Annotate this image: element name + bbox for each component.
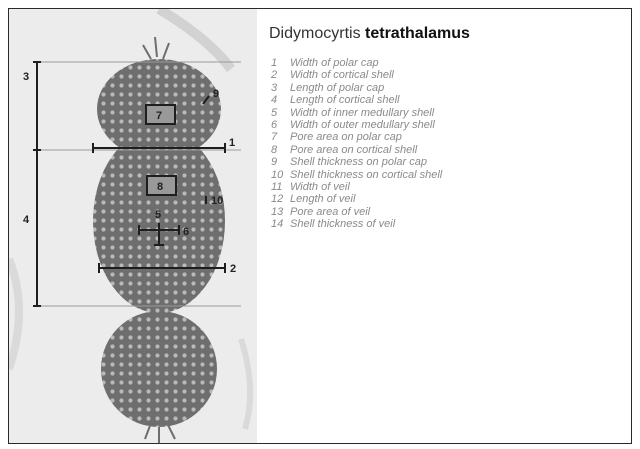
legend-item: 1Width of polar cap <box>269 57 629 69</box>
legend-item-text: Width of inner medullary shell <box>290 107 434 119</box>
legend-item-number: 14 <box>269 218 290 230</box>
title-genus: Didymocyrtis <box>269 25 361 42</box>
legend-item-text: Pore area on polar cap <box>290 131 402 143</box>
legend-item-number: 5 <box>269 107 290 119</box>
legend-item-text: Shell thickness of veil <box>290 218 395 230</box>
legend-item-number: 7 <box>269 131 290 143</box>
label-10: 10 <box>211 195 223 207</box>
measure-polar-cap-length <box>33 62 41 150</box>
legend-item-text: Width of veil <box>290 181 350 193</box>
legend-item-number: 2 <box>269 69 290 81</box>
legend-item-text: Length of veil <box>290 193 355 205</box>
figure-title: Didymocyrtis tetrathalamus <box>269 25 629 43</box>
measure-cortical-shell-length <box>33 150 41 306</box>
legend-item: 11Width of veil <box>269 181 629 193</box>
legend-item-number: 6 <box>269 119 290 131</box>
label-1: 1 <box>229 137 235 149</box>
legend-item: 2Width of cortical shell <box>269 69 629 81</box>
legend-item-number: 4 <box>269 94 290 106</box>
legend-panel: Didymocyrtis tetrathalamus 1Width of pol… <box>269 25 629 230</box>
background-specimen-edge <box>241 339 250 429</box>
label-8: 8 <box>157 181 163 193</box>
polar-spines <box>143 37 169 59</box>
legend-item-text: Length of cortical shell <box>290 94 399 106</box>
legend-item: 6Width of outer medullary shell <box>269 119 629 131</box>
legend-item-number: 1 <box>269 57 290 69</box>
legend-item-number: 3 <box>269 82 290 94</box>
measurement-legend-list: 1Width of polar cap 2Width of cortical s… <box>269 57 629 230</box>
legend-item: 9Shell thickness on polar cap <box>269 156 629 168</box>
legend-item: 13Pore area of veil <box>269 206 629 218</box>
legend-item-number: 8 <box>269 144 290 156</box>
label-3: 3 <box>23 71 29 83</box>
label-2: 2 <box>230 263 236 275</box>
legend-item: 4Length of cortical shell <box>269 94 629 106</box>
legend-item-text: Length of polar cap <box>290 82 384 94</box>
legend-item: 14Shell thickness of veil <box>269 218 629 230</box>
legend-item: 5Width of inner medullary shell <box>269 107 629 119</box>
label-6: 6 <box>183 226 189 238</box>
title-species: tetrathalamus <box>365 25 470 42</box>
legend-item-text: Shell thickness on polar cap <box>290 156 427 168</box>
legend-item: 3Length of polar cap <box>269 82 629 94</box>
background-specimen-edge <box>9 259 19 369</box>
legend-item: 8Pore area on cortical shell <box>269 144 629 156</box>
legend-item: 12Length of veil <box>269 193 629 205</box>
legend-item-text: Pore area on cortical shell <box>290 144 417 156</box>
label-5: 5 <box>155 209 161 221</box>
label-4: 4 <box>23 214 30 226</box>
label-9: 9 <box>213 88 219 100</box>
legend-item-number: 10 <box>269 169 290 181</box>
legend-item: 10Shell thickness on cortical shell <box>269 169 629 181</box>
legend-item-number: 9 <box>269 156 290 168</box>
legend-item-number: 12 <box>269 193 290 205</box>
veil <box>101 311 217 427</box>
legend-item-text: Pore area of veil <box>290 206 370 218</box>
legend-item-number: 13 <box>269 206 290 218</box>
legend-item-text: Width of polar cap <box>290 57 379 69</box>
legend-item: 7Pore area on polar cap <box>269 131 629 143</box>
legend-item-text: Width of outer medullary shell <box>290 119 435 131</box>
specimen-image-panel: 3 4 1 2 5 <box>9 9 257 443</box>
specimen-diagram: 3 4 1 2 5 <box>9 9 257 443</box>
legend-item-text: Width of cortical shell <box>290 69 394 81</box>
legend-item-text: Shell thickness on cortical shell <box>290 169 442 181</box>
label-7: 7 <box>156 110 162 122</box>
figure-frame: 3 4 1 2 5 <box>8 8 632 444</box>
legend-item-number: 11 <box>269 181 290 193</box>
